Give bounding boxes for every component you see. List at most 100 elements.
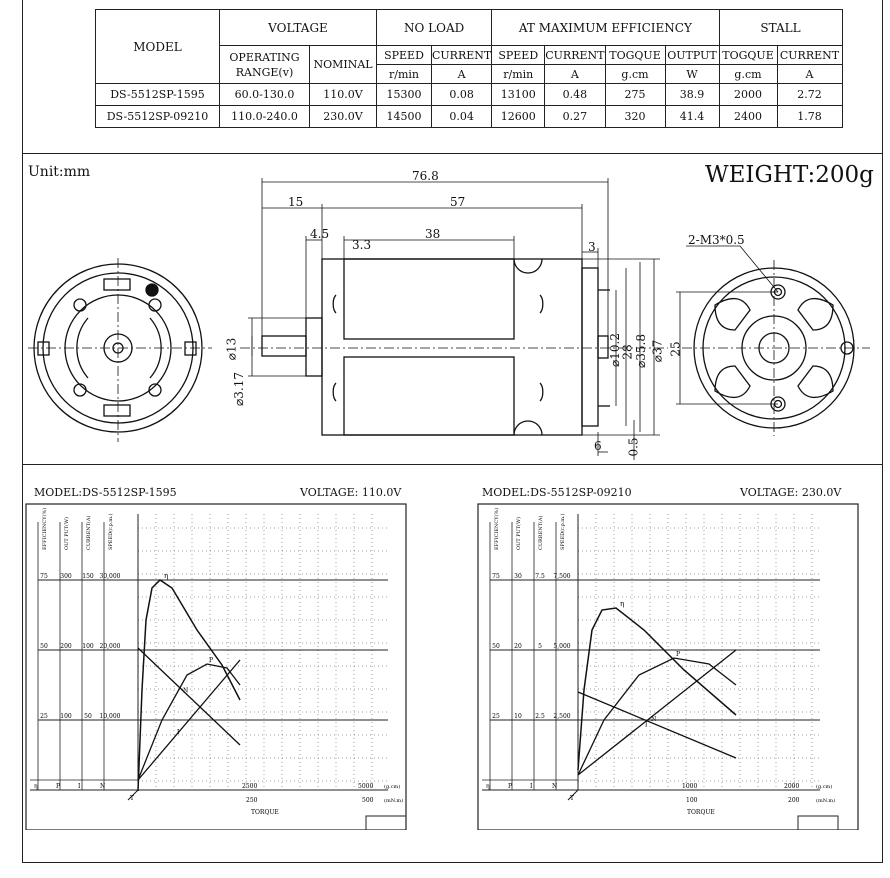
cell-st-torque: 2400 [718,105,778,128]
unit-label: Unit:mm [28,164,91,180]
scale-label: 5 [538,643,542,650]
header-operating-range: OPERATING RANGE(v) [219,45,310,84]
chart-2-plot: EFFICIENCY(%)OUT PUT(W)CURRENT(A)SPEED(r… [477,503,859,830]
cell-st-current: 2.72 [776,83,843,106]
foot-label: P [56,783,60,790]
x-unit-gcm: (g.cm) [816,783,832,790]
axis-title: CURRENT(A) [537,516,544,550]
scale-label: 200 [60,643,72,650]
unit-nl-current: A [430,64,493,84]
header-nl-current: CURRENT [430,45,493,65]
chart-1-voltage: VOLTAGE: 110.0V [300,486,402,499]
dim-shaft-dia: ⌀3.17 [231,372,246,406]
cell-me-speed: 12600 [491,105,546,128]
chart-1-model: MODEL:DS-5512SP-1595 [34,486,177,499]
chart-1-plot: EFFICIENCY(%)OUT PUT(W)CURRENT(A)SPEED(r… [25,503,407,830]
dim-front: 3.3 [352,238,372,252]
foot-label: I [530,783,533,790]
x-unit-mnm: (mN.m) [384,797,403,804]
x-tick-gcm: 2000 [784,783,799,790]
chart-stamp-box [365,815,407,830]
table-row: DS-5512SP-09210 110.0-240.0 230.0V 14500… [95,105,843,128]
drawing-sheet: MODEL VOLTAGE NO LOAD AT MAXIMUM EFFICIE… [22,0,883,863]
cell-model: DS-5512SP-1595 [95,83,220,106]
cell-st-current: 1.78 [776,105,843,128]
header-nominal: NOMINAL [309,45,377,84]
header-noload: NO LOAD [375,9,493,46]
curve-output [577,657,737,776]
axis-title: OUT PUT(W) [63,517,70,550]
x-tick-gcm: 2500 [242,783,257,790]
dim-shaft: 15 [288,195,304,209]
foot-label: N [552,783,557,790]
dim-boss: 4.5 [310,227,330,241]
dim-overall: 76.8 [412,169,439,183]
dim-rear: 3 [588,240,596,254]
header-stall: STALL [718,9,843,46]
spec-table: MODEL VOLTAGE NO LOAD AT MAXIMUM EFFICIE… [95,9,843,128]
scale-label: 50 [492,643,500,650]
chart-frame [477,503,859,830]
cell-st-torque: 2000 [718,83,778,106]
axis-title: SPEED(r.p.m.) [107,513,114,550]
unit-me-torque: g.cm [604,64,666,84]
header-me-torque: TOGQUE [604,45,666,65]
unit-me-current: A [544,64,606,84]
scale-label: 7,500 [553,573,570,580]
curve-efficiency [137,579,241,792]
curve-label-eta: η [620,600,624,608]
origin-label: T [130,795,134,802]
curve-label-n: N [183,688,188,695]
cell-nominal: 110.0V [309,83,377,106]
x-unit-mnm: (mN.m) [816,797,835,804]
scale-label: 75 [40,573,48,580]
curve-label-i: I [645,722,648,729]
origin-tick [567,789,579,801]
scale-label: 7.5 [535,573,545,580]
scale-label: 20,000 [100,643,121,650]
dim-terminal-height: 0.5 [626,437,641,457]
curve-label-eta: η [164,572,168,580]
scale-label: 5,000 [553,643,570,650]
unit-me-output: W [664,64,720,84]
cell-nl-current: 0.04 [430,105,493,128]
dim-28: 28 [620,344,635,360]
cell-me-torque: 275 [604,83,666,106]
unit-st-current: A [776,64,843,84]
cell-me-current: 0.27 [544,105,606,128]
scale-label: 30,000 [100,573,121,580]
unit-st-torque: g.cm [718,64,778,84]
header-st-current: CURRENT [776,45,843,65]
curve-output [137,663,241,781]
scale-label: 50 [84,713,92,720]
scale-label: 30 [514,573,522,580]
cell-me-output: 41.4 [664,105,720,128]
axis-title: SPEED(r.p.m.) [559,513,566,550]
cell-range: 60.0-130.0 [219,83,310,106]
x-unit-gcm: (g.cm) [384,783,400,790]
unit-me-speed: r/min [491,64,546,84]
foot-label: P [508,783,512,790]
header-nl-speed: SPEED [376,45,432,65]
x-tick-mnm: 500 [362,797,374,804]
origin-tick [127,789,139,801]
cell-nl-speed: 14500 [376,105,432,128]
x-tick-mnm: 250 [246,797,258,804]
cell-nl-current: 0.08 [430,83,493,106]
curve-label-i: I [177,729,180,736]
header-maxeff: AT MAXIMUM EFFICIENCY [491,9,720,46]
axis-title: CURRENT(A) [85,516,92,550]
x-tick-mnm: 100 [686,797,698,804]
dim-screw: 2-M3*0.5 [688,233,745,247]
x-axis-title: TORQUE [687,809,715,816]
scale-label: 2.5 [535,713,545,720]
scale-label: 2,500 [553,713,570,720]
cell-me-speed: 13100 [491,83,546,106]
header-me-speed: SPEED [491,45,546,65]
header-model: MODEL [95,9,220,84]
table-row: DS-5512SP-1595 60.0-130.0 110.0V 15300 0… [95,83,843,106]
chart-2-model: MODEL:DS-5512SP-09210 [482,486,632,499]
curve-speed [577,691,737,759]
curve-speed [137,647,241,746]
dim-boss-dia: ⌀13 [224,337,239,361]
